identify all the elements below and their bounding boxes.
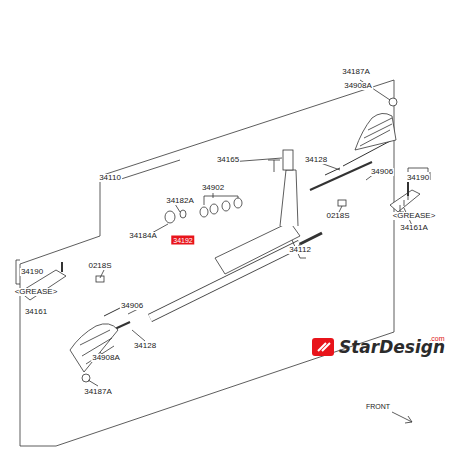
callout-number: 34128 [304, 156, 328, 164]
bolt [268, 160, 280, 172]
callout-number: 34112 [288, 246, 312, 254]
front-arrow [392, 412, 412, 423]
callout-number: <GREASE> [14, 288, 59, 296]
callout-number: 0218S [87, 262, 112, 270]
logo-emblem [312, 338, 334, 356]
callout-number: 0218S [325, 212, 350, 220]
callout-number: 34182A [165, 197, 195, 205]
callout-number: 34908A [343, 82, 373, 90]
callout-number: 34190 [406, 174, 430, 182]
bushing [165, 211, 175, 223]
callout-number: 34190 [20, 268, 44, 276]
callout-number: 34187A [83, 388, 113, 396]
boot [355, 113, 396, 150]
highlight-callout: 34192 [171, 236, 194, 245]
callout-number: 34908A [91, 354, 121, 362]
group-frame [20, 80, 394, 446]
callout-number: 34110 [98, 174, 122, 182]
boot [70, 324, 118, 372]
callout-number: 34906 [370, 168, 394, 176]
callout-number: <GREASE> [392, 212, 437, 220]
callout-number: 34184A [128, 232, 158, 240]
bracket-line [204, 196, 238, 205]
callout-number: 34161A [399, 224, 429, 232]
pinion-shaft [283, 150, 293, 170]
callout-number: 34165 [216, 156, 240, 164]
pinion-housing [280, 170, 298, 226]
direction-label: FRONT [365, 403, 391, 410]
callout-number: 34192 [173, 237, 192, 244]
callout-number: 34902 [201, 184, 225, 192]
callout-number: 34161 [24, 308, 48, 316]
callout-number: 34128 [133, 342, 157, 350]
grease-bracket [400, 205, 404, 212]
callout-number: 34187A [341, 68, 371, 76]
watermark-suffix: .com [428, 335, 445, 342]
callout-number: 34906 [120, 302, 144, 310]
tie-rod-end [390, 190, 420, 212]
